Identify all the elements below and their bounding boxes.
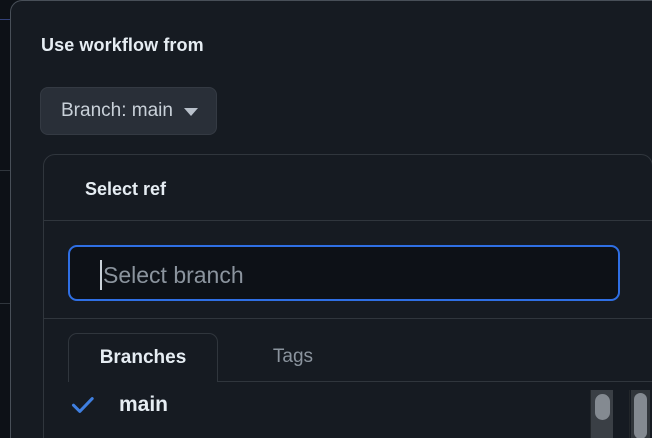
backdrop-rule-1 (0, 170, 10, 171)
branch-list-scrollbar[interactable] (631, 390, 650, 438)
tab-tags[interactable]: Tags (218, 333, 368, 382)
branch-list: main (44, 381, 652, 438)
tabs-underline (368, 381, 652, 382)
inner-scrollbar-edge-left (629, 390, 630, 438)
select-ref-title: Select ref (85, 179, 167, 199)
tab-tags-label: Tags (272, 346, 314, 367)
outer-scrollbar-edge-left (590, 390, 591, 438)
tab-branches-label: Branches (99, 347, 187, 368)
page-scrollbar-thumb[interactable] (595, 394, 610, 420)
branch-search-input[interactable]: Select branch (68, 245, 620, 301)
select-ref-search-row: Select branch (44, 221, 652, 319)
branch-selector-label: Branch: main (61, 100, 173, 121)
text-caret (100, 260, 102, 290)
backdrop-rule-accent (0, 19, 10, 20)
branch-list-scrollbar-thumb[interactable] (634, 393, 647, 438)
branch-search-placeholder: Select branch (103, 262, 244, 288)
list-item[interactable]: main (44, 381, 652, 429)
page-scrollbar[interactable] (591, 390, 613, 438)
check-icon (72, 397, 94, 413)
list-item-label: main (119, 393, 169, 416)
dialog-title: Use workflow from (41, 35, 204, 55)
branch-selector-button[interactable]: Branch: main (40, 87, 217, 135)
select-ref-panel: Select ref Select branch Branches Tags (43, 154, 652, 438)
chevron-down-icon (183, 108, 198, 116)
workflow-dispatch-dialog: Use workflow from Branch: main Select re… (10, 0, 652, 438)
select-ref-header: Select ref (44, 155, 652, 221)
backdrop-rule-2 (0, 303, 10, 304)
page-backdrop-strip (0, 0, 10, 438)
tab-branches[interactable]: Branches (68, 333, 218, 382)
ref-type-tabs: Branches Tags (44, 319, 652, 382)
